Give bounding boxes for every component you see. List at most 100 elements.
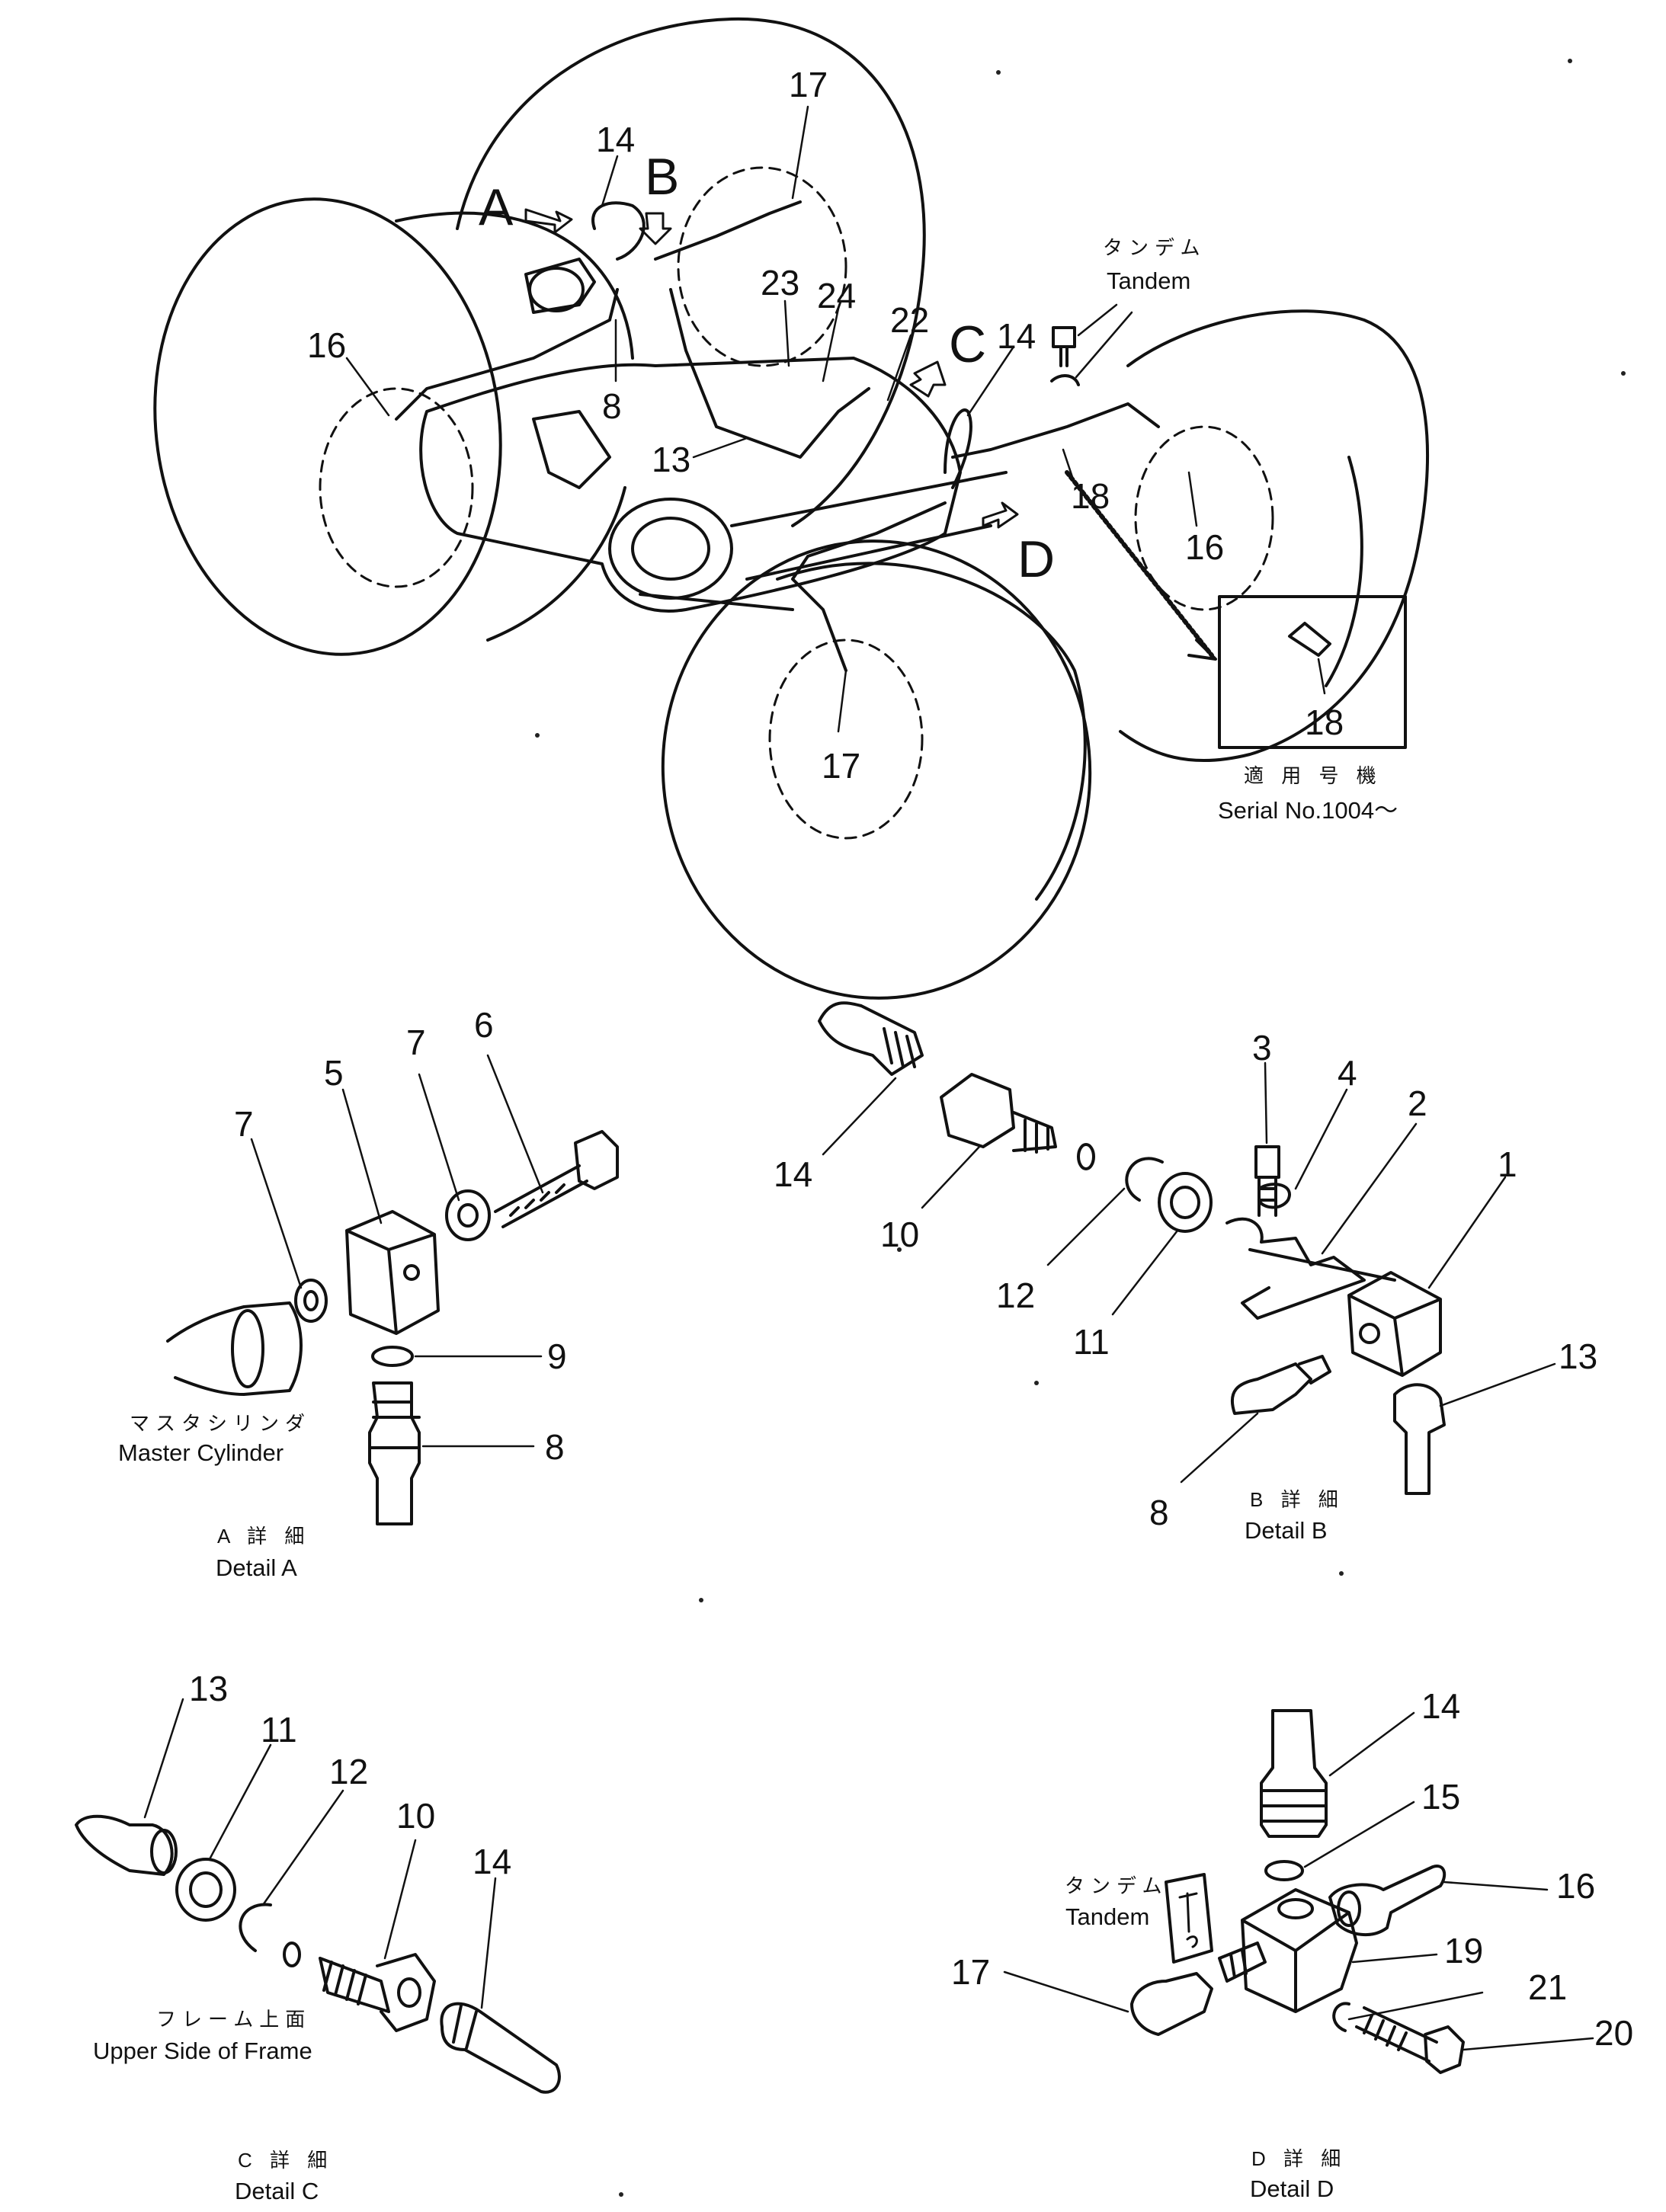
speck [1568, 59, 1572, 63]
leader-13b [1439, 1362, 1556, 1407]
callout-23: 23 [761, 263, 800, 303]
detail-d-title-en: Detail D [1250, 2175, 1334, 2202]
tandem-bolt [1050, 326, 1080, 386]
tee-19 [1241, 1888, 1358, 2013]
leader-10 [921, 1145, 981, 1209]
callout-12b: 12 [996, 1276, 1036, 1315]
callout-19: 19 [1444, 1931, 1484, 1970]
brake-pipe-upper [669, 288, 870, 459]
inset-leader [1065, 470, 1214, 658]
leader-7-left [250, 1138, 303, 1289]
fitting-17d [1130, 1972, 1213, 2036]
detail-b-art [818, 1001, 1556, 1495]
detail-marker-d: D [1017, 530, 1056, 588]
leader-3 [1264, 1061, 1268, 1144]
nut-10c-hole [397, 1977, 421, 2008]
speck [619, 2192, 623, 2197]
leader-6 [486, 1054, 544, 1194]
left-tire [153, 197, 502, 656]
speck [897, 1247, 902, 1252]
front-tire-edge [776, 562, 1087, 901]
inset-arrowhead [1187, 639, 1217, 661]
leader-1 [1427, 1176, 1507, 1289]
oring-15 [1264, 1860, 1304, 1881]
callout-2: 2 [1408, 1084, 1427, 1123]
washer-7a-hole [303, 1290, 319, 1311]
callout-6: 6 [474, 1005, 494, 1045]
master-cylinder-end [231, 1309, 264, 1388]
callout-20: 20 [1594, 2013, 1634, 2053]
callout-11b: 11 [1073, 1322, 1110, 1362]
callout-17-top: 17 [789, 65, 828, 104]
serial-label-en: Serial No.1004～ [1218, 797, 1398, 824]
callout-8: 8 [602, 386, 622, 426]
leader-16-right [1187, 471, 1198, 527]
leader-19 [1351, 1953, 1438, 1964]
fitting-17d-thread [1218, 1942, 1267, 1983]
speck [1034, 1381, 1039, 1385]
clip-21 [1332, 2002, 1350, 2032]
callout-17-front: 17 [822, 746, 861, 786]
callout-14b: 14 [774, 1154, 813, 1194]
leader-4 [1294, 1088, 1348, 1190]
callout-14-top: 14 [596, 120, 636, 159]
callout-13b: 13 [1559, 1336, 1598, 1376]
master-cylinder [166, 1301, 303, 1396]
leader-18 [1062, 448, 1076, 485]
clip-18 [1288, 622, 1331, 657]
clip-c-b [1125, 1157, 1164, 1202]
callout-8a: 8 [545, 1427, 565, 1467]
bolt-6 [494, 1164, 588, 1228]
callout-1: 1 [1498, 1144, 1517, 1184]
inset-box [1218, 595, 1407, 749]
master-cylinder-jp: マスタシリンダ [130, 1412, 312, 1435]
callout-12c: 12 [329, 1752, 369, 1791]
callout-24: 24 [817, 276, 857, 315]
leader-16-left [345, 357, 390, 417]
main-assembly-art [153, 17, 1430, 1000]
leader-13 [692, 437, 748, 459]
callout-9: 9 [547, 1336, 567, 1376]
leader-24 [822, 307, 840, 383]
arrow-b [639, 212, 672, 245]
leader-10c [383, 1839, 417, 1960]
frame-label-jp: フレーム上面 [156, 2008, 312, 2031]
washer-7a [294, 1279, 328, 1323]
brake-pipe-front [791, 501, 947, 672]
tandem-plate [1165, 1873, 1213, 1964]
bolt-20-head [1424, 2025, 1465, 2074]
nut-11c [175, 1858, 236, 1922]
arrow-d [982, 501, 1019, 529]
callout-8b: 8 [1149, 1493, 1169, 1532]
leader-11c [208, 1743, 272, 1861]
fitting-13b [1393, 1383, 1446, 1495]
leader-20 [1462, 2037, 1594, 2051]
clip-c-c [239, 1903, 272, 1952]
callout-16-right: 16 [1185, 527, 1225, 567]
callout-10: 10 [880, 1215, 920, 1254]
leader-14-c [966, 345, 1015, 417]
callout-15: 15 [1421, 1777, 1461, 1817]
left-tire-tread [395, 211, 634, 642]
detail-marker-c: C [949, 315, 987, 373]
tee-hose-14b [591, 201, 646, 261]
speck [699, 1598, 703, 1602]
callout-10c: 10 [396, 1796, 436, 1836]
master-cylinder-en: Master Cylinder [118, 1439, 284, 1466]
leader-17d [1003, 1970, 1129, 2013]
leader-22 [886, 334, 912, 402]
detail-marker-b: B [645, 148, 680, 206]
right-tire [1119, 309, 1430, 763]
detail-b-title-jp: B 詳 細 [1250, 1488, 1344, 1511]
callout-7-right: 7 [406, 1023, 426, 1062]
callout-14-c: 14 [997, 316, 1036, 356]
hub-16-left [319, 387, 474, 588]
detail-c-title-jp: C 詳 細 [238, 2149, 334, 2172]
leader-13c [143, 1698, 184, 1819]
pipe-clip-2 [1225, 1217, 1366, 1320]
callout-11c: 11 [261, 1710, 297, 1749]
hose-14c [440, 2002, 561, 2094]
callout-16d: 16 [1556, 1866, 1596, 1906]
fitting-16-end [1337, 1890, 1361, 1927]
speck [535, 733, 540, 738]
